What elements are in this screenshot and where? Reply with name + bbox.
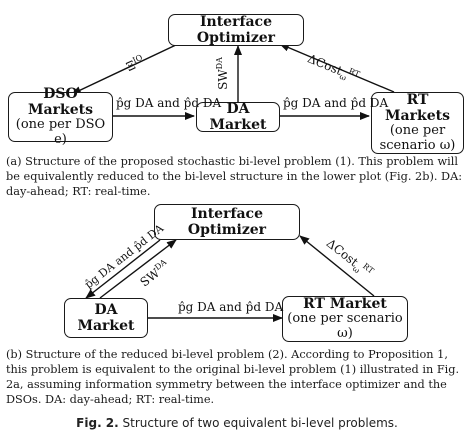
rt-market-subtitle: (one per scenario ω) (287, 311, 403, 342)
arrow-rt-to-io-bottom (299, 235, 375, 297)
rt-markets-subtitle-2: scenario ω) (379, 138, 456, 154)
dso-markets-box: DSO Markets (one per DSO e) (8, 86, 113, 147)
da-market-box-bottom: DA Market (64, 298, 148, 338)
caption-b: (b) Structure of the reduced bi-level pr… (6, 348, 460, 406)
interface-optimizer-label: Interface Optimizer (196, 13, 276, 46)
arrow-io-to-da-bottom (85, 239, 161, 299)
da-market-label-bottom: DA Market (77, 301, 135, 334)
arrow-da-to-io-bottom (99, 239, 177, 299)
caption-a: (a) Structure of the proposed stochastic… (6, 155, 463, 198)
rt-market-box-bottom: RT Market (one per scenario ω) (282, 296, 408, 342)
interface-optimizer-label-bottom: Interface Optimizer (187, 205, 267, 238)
label-sw-da-top: SWDA (214, 57, 230, 90)
rt-markets-box: RT Markets (one per scenario ω) (371, 92, 464, 154)
label-pg-pd-top-right: p̂g DA and p̂d DA (283, 96, 389, 110)
da-market-label: DA Market (209, 100, 267, 133)
figure-caption: Fig. 2. Structure of two equivalent bi-l… (0, 416, 474, 430)
arrow-io-to-dso (71, 43, 179, 95)
interface-optimizer-box-top: Interface Optimizer (168, 14, 304, 46)
rt-market-title: RT Market (303, 296, 387, 313)
label-pg-pd-bottom: p̂g DA and p̂d DA (178, 300, 284, 314)
rt-markets-subtitle-1: (one per (389, 123, 446, 139)
rt-markets-title: RT Markets (385, 91, 450, 125)
dso-markets-subtitle: (one per DSO e) (15, 117, 106, 148)
label-pg-pd-top-left: p̂g DA and p̂d DA (116, 96, 222, 110)
dso-markets-title: DSO Markets (28, 85, 93, 119)
interface-optimizer-box-bottom: Interface Optimizer (154, 204, 300, 240)
arrow-rt-to-io (279, 43, 395, 93)
figure-caption-text: Structure of two equivalent bi-level pro… (122, 416, 398, 430)
figure-caption-label: Fig. 2. (76, 416, 119, 430)
da-market-box-top: DA Market (196, 100, 280, 133)
